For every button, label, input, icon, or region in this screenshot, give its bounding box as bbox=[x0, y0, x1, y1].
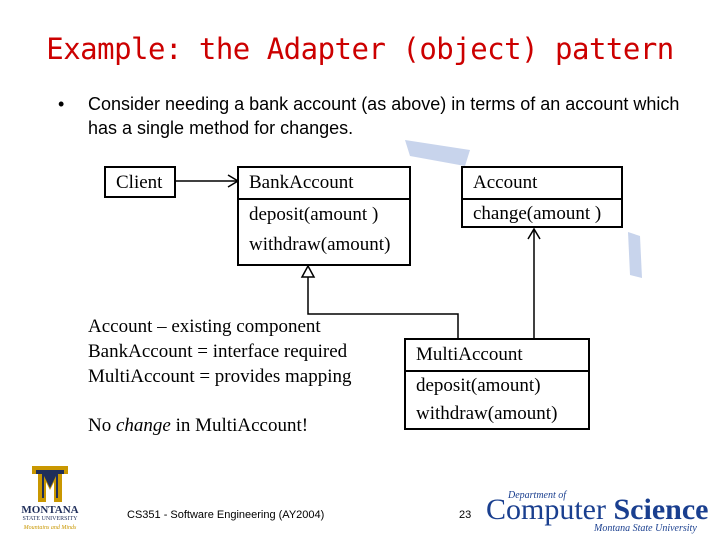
bullet-text: Consider needing a bank account (as abov… bbox=[88, 94, 680, 138]
account-class-name: Account bbox=[473, 172, 538, 193]
note-line: BankAccount = interface required bbox=[88, 341, 348, 362]
multiaccount-class-box: MultiAccount deposit(amount) withdraw(am… bbox=[404, 338, 590, 430]
separator bbox=[239, 198, 409, 200]
client-class-name: Client bbox=[116, 172, 163, 193]
msu-line2: STATE UNIVERSITY bbox=[22, 516, 78, 522]
account-method: change(amount ) bbox=[473, 203, 602, 224]
cs-word2: Science bbox=[613, 493, 709, 526]
cs-univ: Montana State University bbox=[594, 523, 697, 534]
bullet-dot: • bbox=[58, 94, 65, 114]
multiaccount-class-name: MultiAccount bbox=[416, 344, 523, 365]
bankaccount-class-name: BankAccount bbox=[249, 172, 354, 193]
association-arrowhead-up bbox=[527, 227, 541, 240]
bankaccount-class-box: BankAccount deposit(amount ) withdraw(am… bbox=[237, 166, 411, 266]
cs-dept: Department of bbox=[508, 490, 567, 501]
client-class-box: Client bbox=[104, 166, 176, 198]
note-line: Account – existing component bbox=[88, 316, 321, 337]
decor-swoosh-top bbox=[405, 140, 470, 166]
msu-line1: MONTANA bbox=[21, 504, 79, 516]
separator bbox=[463, 198, 621, 200]
note-line: MultiAccount = provides mapping bbox=[88, 366, 352, 387]
cs-word1: Computer bbox=[486, 493, 606, 526]
note-emphasis: change bbox=[115, 415, 171, 436]
multiaccount-method: deposit(amount) bbox=[416, 375, 541, 396]
note-line: No change in MultiAccount! bbox=[88, 415, 308, 437]
footer-course: CS351 - Software Engineering (AY2004) bbox=[127, 509, 325, 521]
account-class-box: Account change(amount ) bbox=[461, 166, 623, 228]
generalization-triangle bbox=[300, 264, 316, 278]
bankaccount-method: deposit(amount ) bbox=[249, 204, 379, 225]
computer-science-logo: Department of Computer Science Montana S… bbox=[486, 490, 708, 534]
cs-wordmark: Computer Science bbox=[486, 494, 708, 526]
msu-m-icon bbox=[32, 466, 68, 502]
msu-tagline: Mountains and Minds bbox=[23, 525, 77, 531]
decor-swoosh-right bbox=[628, 232, 642, 278]
note-text: No bbox=[88, 415, 116, 436]
separator bbox=[406, 370, 588, 372]
montana-state-logo: MONTANA STATE UNIVERSITY Mountains and M… bbox=[10, 462, 90, 536]
page-number: 23 bbox=[459, 509, 472, 521]
slide-title: Example: the Adapter (object) pattern bbox=[46, 32, 674, 66]
note-text: in MultiAccount! bbox=[170, 415, 309, 436]
multiaccount-to-bankaccount-line bbox=[307, 276, 459, 338]
bankaccount-method: withdraw(amount) bbox=[249, 234, 391, 255]
multiaccount-method: withdraw(amount) bbox=[416, 403, 558, 424]
